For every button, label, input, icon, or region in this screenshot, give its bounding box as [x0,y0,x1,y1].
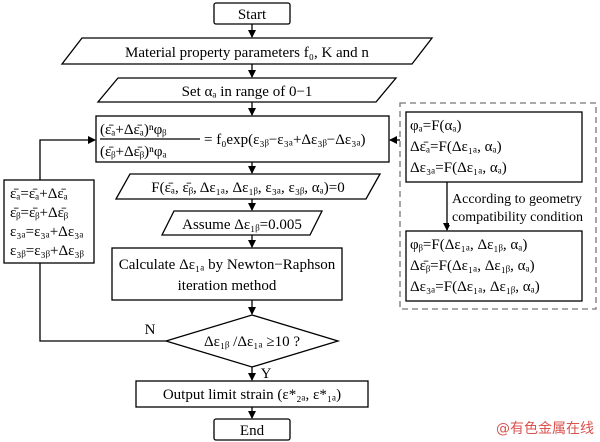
decision-label: Δε₁ᵦ /Δε₁ₐ ≥10 ? [204,334,300,350]
side-top-line-1: φₐ=F(αₐ) [410,118,462,134]
material-params-label: Material property parameters f₀, K and n [125,45,369,61]
assume-box: Assume Δε₁ᵦ=0.005 [160,210,324,236]
output-box: Output limit strain (ε*₂ₐ, ε*₁ₐ) [135,380,369,408]
calculate-box: Calculate Δε₁ₐ by Newton−Raphson iterati… [111,247,343,301]
set-alpha-box: Set αₐ in range of 0−1 [96,77,398,103]
end-label: End [240,423,265,439]
calculate-line1: Calculate Δε₁ₐ by Newton−Raphson [119,257,336,273]
update-line-3: ε₃ₐ=ε₃ₐ+Δε₃ₐ [10,224,83,240]
side-top-line-3: Δε₃ₐ=F(Δε₁ₐ, αₐ) [410,160,507,176]
side-top-box: φₐ=F(αₐ) Δε̄ₐ=F(Δε₁ₐ, αₐ) Δε₃ₐ=F(Δε₁ₐ, α… [405,111,583,183]
update-line-1: ε̄ₐ=ε̄ₐ+Δε̄ₐ [10,186,68,202]
equation-box: (ε̄ₐ+Δε̄ₐ)ⁿφᵦ (ε̄ᵦ+Δε̄ᵦ)ⁿφₐ = f₀exp(ε₃ᵦ−… [95,115,390,163]
yes-label: Y [261,366,272,382]
side-panel-dashed [399,102,597,310]
side-bottom-line-2: Δε̄ᵦ=F(Δε₁ₐ, Δε₁ᵦ, αₐ) [410,258,535,274]
set-alpha-label: Set αₐ in range of 0−1 [182,84,313,100]
no-label: N [145,322,156,338]
side-bottom-line-1: φᵦ=F(Δε₁ₐ, Δε₁ᵦ, αₐ) [410,237,527,253]
start-label: Start [238,7,267,23]
function-label: F(ε̄ₐ, ε̄ᵦ, Δε₁ₐ, Δε₁ᵦ, ε₃ₐ, ε₃ᵦ, αₐ)=0 [151,180,344,196]
assume-label: Assume Δε₁ᵦ=0.005 [182,217,302,233]
equation-numerator: (ε̄ₐ+Δε̄ₐ)ⁿφᵦ [100,122,167,138]
watermark: @有色金属在线 [496,420,594,437]
equation-denominator: (ε̄ᵦ+Δε̄ᵦ)ⁿφₐ [100,144,167,160]
start-terminal: Start [213,2,291,25]
geometry-note-bg [449,187,589,225]
arrow-update-to-equation [39,136,96,180]
geometry-note-line2: compatibility condition [452,210,583,225]
output-label: Output limit strain (ε*₂ₐ, ε*₁ₐ) [163,387,341,403]
side-top-line-2: Δε̄ₐ=F(Δε₁ₐ, αₐ) [410,139,502,155]
geometry-note-line1: According to geometry [452,192,582,207]
side-bottom-box: φᵦ=F(Δε₁ₐ, Δε₁ᵦ, αₐ) Δε̄ᵦ=F(Δε₁ₐ, Δε₁ᵦ, … [405,230,583,302]
material-params-box: Material property parameters f₀, K and n [60,37,434,65]
equation-rhs: = f₀exp(ε₃ᵦ−ε₃ₐ+Δε₃ᵦ−Δε₃ₐ) [204,132,366,148]
update-line-2: ε̄ᵦ=ε̄ᵦ+Δε̄ᵦ [10,205,68,221]
end-terminal: End [213,418,291,441]
calculate-line2: iteration method [178,278,277,294]
decision-diamond: Δε₁ᵦ /Δε₁ₐ ≥10 ? [163,314,341,368]
function-box: F(ε̄ₐ, ε̄ᵦ, Δε₁ₐ, Δε₁ᵦ, ε₃ₐ, ε₃ᵦ, αₐ)=0 [114,173,382,200]
side-bottom-line-3: Δε₃ₐ=F(Δε₁ₐ, Δε₁ᵦ, αₐ) [410,279,540,295]
update-box: ε̄ₐ=ε̄ₐ+Δε̄ₐ ε̄ᵦ=ε̄ᵦ+Δε̄ᵦ ε₃ₐ=ε₃ₐ+Δε₃ₐ ε… [3,179,95,264]
update-line-4: ε₃ᵦ=ε₃ᵦ+Δε₃ᵦ [10,243,84,259]
